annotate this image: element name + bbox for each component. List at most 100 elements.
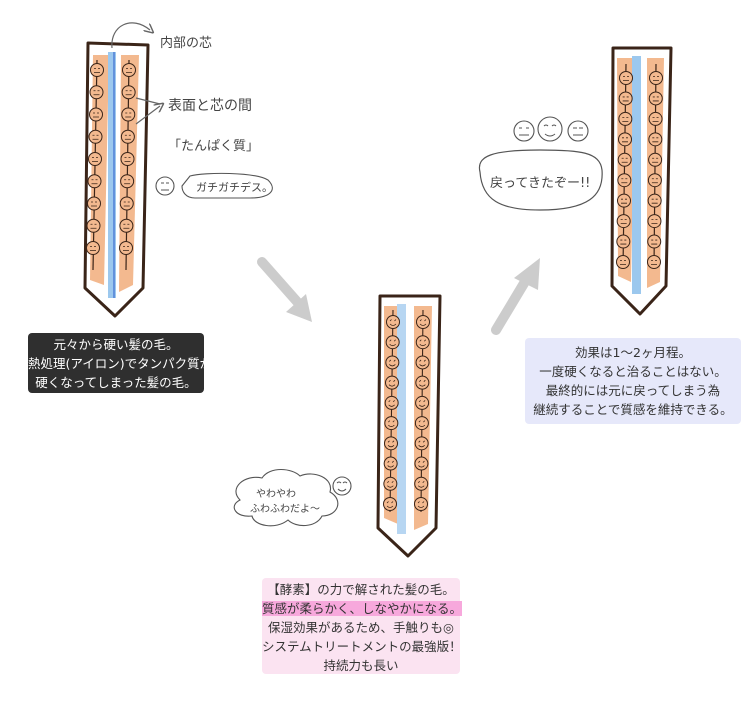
happy-face-icon [332,476,352,496]
protein-face-bead [120,174,135,189]
protein-face-bead [384,395,399,410]
hair-strand-softened [376,294,442,558]
protein-face-expression [389,339,396,347]
protein-face-expression [123,246,129,251]
protein-face-bead [86,218,101,233]
protein-face-bead [383,456,398,471]
protein-pointer-arrows [135,97,160,125]
protein-face-bead [617,193,631,208]
fluffy-text-line2: ふわふわだよ〜 [250,503,320,515]
protein-face-expression [651,239,658,245]
protein-face-bead [647,255,661,269]
protein-face-bead [415,375,430,390]
protein-face-bead [619,71,633,85]
protein-face-bead [384,416,399,431]
protein-face-bead [414,436,429,451]
protein-face-bead [415,335,430,350]
caption-line: 効果は1〜2ヶ月程。 [575,345,691,360]
protein-face-expression [418,420,426,428]
caption-effect-duration: 効果は1〜2ヶ月程。 一度硬くなると治ることはない。 最終的には元に戻ってしまう… [525,338,741,424]
protein-face-expression [652,157,659,163]
protein-face-expression [126,68,132,73]
protein-face-bead [616,214,631,229]
protein-face-expression [622,137,628,143]
returned-speech-text: 戻ってきたぞー!! [490,176,590,191]
protein-face-expression [92,134,99,140]
protein-face-expression [652,96,659,102]
caption-line: 元々から硬い髪の毛。 [53,337,179,352]
protein-face-bead [385,375,399,390]
protein-face-expression [417,501,425,508]
protein-face-bead [119,196,134,211]
protein-face-bead [648,111,663,126]
protein-face-bead [386,315,400,329]
protein-face-bead [122,63,136,77]
caption-stiff-hair: 元々から硬い髪の毛。 熱処理(アイロン)でタンパク質が 硬くなってしまった髪の毛… [28,333,213,393]
protein-face-expression [419,319,427,326]
protein-face-expression [90,246,96,251]
protein-face-bead [648,132,663,147]
protein-face-expression [620,260,626,265]
fluffy-cloud-bubble [233,468,339,527]
caption-line-highlight: 質感が柔らかく、しなやかになる。 [262,599,463,618]
protein-face-bead [86,241,100,255]
protein-face-expression [419,359,426,367]
fluffy-text-line1: やわやわ [256,488,296,500]
protein-face-expression [651,198,658,204]
protein-face-bead [88,152,102,166]
protein-face-bead [414,497,428,511]
protein-face-expression [418,440,425,448]
protein-face-expression [91,179,98,185]
caption-line: 【酵素】の力で解された髪の毛。 [267,582,455,597]
protein-face-bead [648,152,663,167]
protein-face-bead [121,107,136,122]
protein-face-expression [94,68,100,73]
protein-face-expression [125,90,132,96]
protein-face-expression [123,201,130,207]
protein-face-expression [623,76,629,81]
protein-faces-stiff [86,63,136,255]
protein-face-expression [620,239,627,245]
protein-face-expression [621,198,627,204]
protein-face-bead [89,85,104,100]
protein-face-bead [89,107,103,122]
returned-speech-bubble [478,149,603,211]
caption-line: 最終的には元に戻ってしまう為 [545,383,721,398]
protein-face-expression [124,179,131,185]
protein-face-bead [647,173,662,188]
caption-line: 持続力も長い [323,658,399,673]
protein-face-expression [653,76,659,81]
protein-face-bead [119,241,133,255]
protein-face-expression [388,379,396,387]
hair-strand-returned [610,46,673,316]
protein-face-expression [93,90,100,96]
protein-face-bead [618,91,633,106]
protein-face-expression [651,178,658,184]
protein-face-expression [91,201,97,207]
protein-face-bead [617,152,632,167]
protein-face-bead [616,255,630,269]
protein-face-bead [649,71,663,85]
protein-face-expression [652,116,659,122]
protein-face-bead [385,335,400,350]
protein-face-expression [387,480,394,488]
highlighted-text: 質感が柔らかく、しなやかになる。 [262,601,463,616]
protein-face-expression [387,460,394,468]
protein-face-bead [647,234,662,249]
caption-line: 熱処理(アイロン)でタンパク質が [28,356,213,371]
label-between-line1: 表面と芯の間 [168,98,252,114]
protein-face-expression [123,223,130,229]
protein-face-bead [121,85,136,100]
flow-arrow-left-to-middle [257,257,312,322]
protein-face-expression [621,157,628,163]
label-inner-core: 内部の芯 [160,35,212,51]
caption-line: 硬くなってしまった髪の毛。 [35,375,197,390]
protein-face-bead [120,152,135,166]
protein-faces-returned [616,71,663,269]
protein-face-expression [125,112,132,118]
protein-face-expression [93,112,99,118]
protein-face-bead [384,436,398,451]
protein-face-expression [90,223,97,229]
protein-face-bead [414,456,429,471]
